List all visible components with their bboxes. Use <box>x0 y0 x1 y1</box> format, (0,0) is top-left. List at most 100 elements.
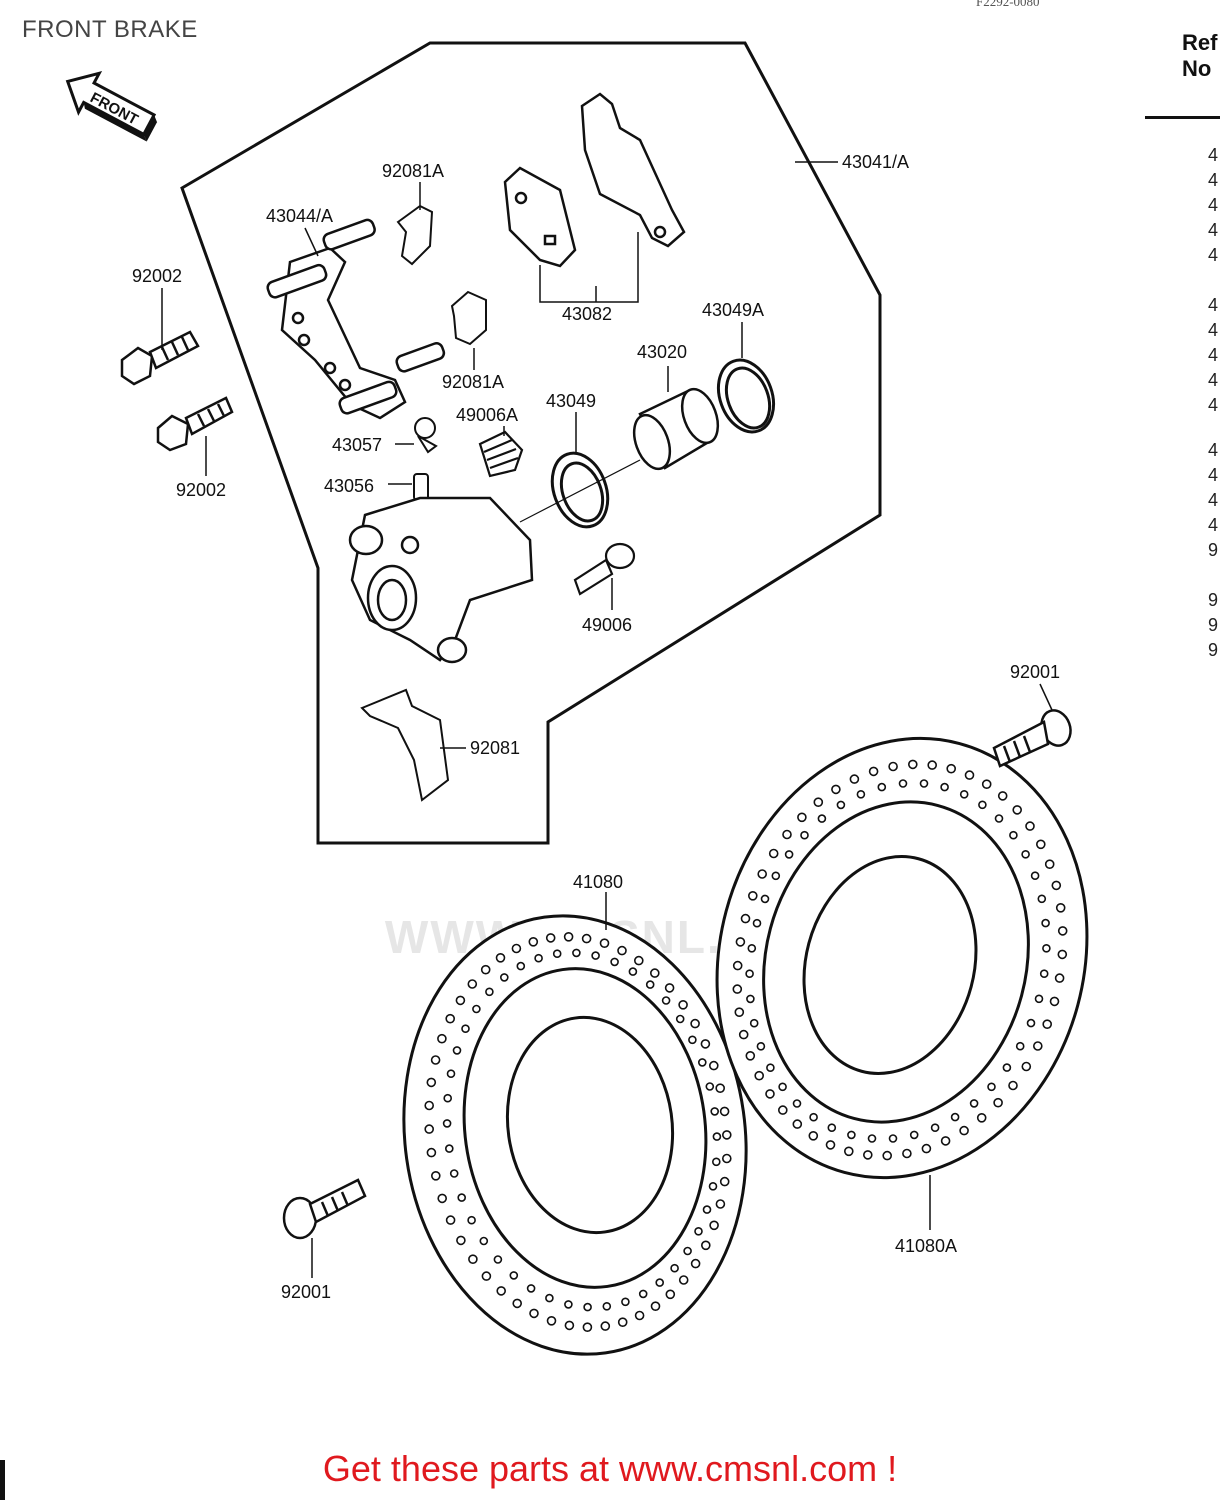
drill-hole <box>572 948 581 958</box>
drill-hole <box>700 1039 711 1049</box>
callout-43057: 43057 <box>332 435 382 455</box>
drill-hole <box>738 1029 749 1040</box>
drill-hole <box>715 1199 726 1209</box>
drill-hole <box>610 957 619 967</box>
drill-hole <box>909 1130 919 1140</box>
drill-hole <box>1057 949 1068 960</box>
drill-hole <box>754 1070 765 1081</box>
callout-43056: 43056 <box>324 476 374 496</box>
disc-41080A-drill-holes <box>732 759 1068 1161</box>
ref-column-item: 4 <box>1208 220 1219 240</box>
drill-hole <box>888 1134 898 1143</box>
drill-hole <box>847 1130 856 1140</box>
callout-92081A-mid: 92081A <box>442 372 504 392</box>
ref-column-item: 9 <box>1208 540 1219 560</box>
drill-hole <box>766 1063 775 1072</box>
figure-code: F2292-0080 <box>976 0 1040 9</box>
callout-43049A: 43049A <box>702 300 764 320</box>
get-parts-link[interactable]: Get these parts at www.cmsnl.com ! <box>322 1448 898 1489</box>
ref-column-item: 4 <box>1208 345 1219 365</box>
drill-hole <box>481 1271 492 1281</box>
boot-49006A <box>478 430 524 478</box>
drill-hole <box>950 1112 960 1122</box>
callout-92002-top: 92002 <box>132 266 182 286</box>
drill-hole <box>664 983 675 993</box>
drill-hole <box>760 894 770 904</box>
drill-hole <box>721 1130 732 1140</box>
drill-hole <box>445 1215 456 1225</box>
ref-header-rule <box>1145 116 1220 119</box>
brake-pad-inner <box>503 166 577 268</box>
callout-43082: 43082 <box>562 304 612 324</box>
drill-hole <box>446 1069 456 1078</box>
drill-hole <box>688 1035 697 1045</box>
drill-hole <box>437 1033 447 1044</box>
drill-hole <box>472 1004 481 1014</box>
drill-hole <box>452 1046 462 1055</box>
drill-hole <box>600 1321 611 1331</box>
pad-spring-92081 <box>360 688 450 802</box>
bracket-bolt-upper <box>120 330 200 386</box>
drill-hole <box>583 1302 592 1312</box>
drill-hole <box>683 1246 692 1256</box>
drill-hole <box>993 1097 1003 1108</box>
drill-hole <box>1034 994 1044 1004</box>
drill-hole <box>633 955 644 966</box>
drill-hole <box>745 969 754 979</box>
drill-hole <box>809 1112 818 1122</box>
callout-92081: 92081 <box>470 738 520 758</box>
ref-column-item: 4 <box>1208 295 1219 315</box>
drill-hole <box>546 1316 557 1326</box>
drill-hole <box>1057 926 1068 936</box>
drill-hole <box>1025 821 1035 831</box>
ref-column-item: 4 <box>1208 440 1219 460</box>
exploded-parts-diagram: FRONT <box>65 41 1089 1356</box>
drill-hole <box>645 980 655 989</box>
drill-hole <box>719 1106 730 1117</box>
drill-hole <box>959 789 969 799</box>
ref-column-item: 9 <box>1208 640 1219 660</box>
drill-hole <box>694 1227 703 1236</box>
drill-hole <box>898 779 908 788</box>
callout-43020: 43020 <box>637 342 687 362</box>
caliper-bracket-part <box>266 218 446 420</box>
drill-hole <box>511 943 522 954</box>
drill-hole <box>843 1146 854 1157</box>
drill-hole <box>697 1058 707 1067</box>
drill-hole <box>978 800 987 810</box>
drill-hole <box>940 782 949 792</box>
drill-hole <box>919 779 929 788</box>
drill-hole <box>1015 1041 1025 1051</box>
ref-column-item: 4 <box>1208 515 1219 535</box>
drill-hole <box>1055 902 1066 913</box>
ref-header-line1: Ref <box>1182 30 1218 55</box>
caliper-body <box>348 496 534 664</box>
ref-column-item: 9 <box>1208 590 1219 610</box>
drill-hole <box>747 890 758 901</box>
drill-hole <box>825 1140 836 1150</box>
drill-hole <box>969 1099 979 1108</box>
drill-hole <box>1042 943 1051 953</box>
drill-hole <box>430 1171 441 1181</box>
drill-hole <box>443 1093 453 1103</box>
drill-hole <box>1021 1061 1032 1072</box>
drill-hole <box>499 973 509 982</box>
drill-hole <box>467 979 478 989</box>
drill-hole <box>921 1143 932 1154</box>
drill-hole <box>1054 973 1065 983</box>
ref-column-item: 4 <box>1208 465 1219 485</box>
drill-hole <box>493 1255 503 1264</box>
bracket-bolt-lower <box>156 396 234 452</box>
ref-column-item: 4 <box>1208 170 1219 190</box>
callout-49006: 49006 <box>582 615 632 635</box>
drill-hole <box>564 1300 573 1309</box>
page-edge-bar <box>0 1460 5 1500</box>
drill-hole <box>808 1131 819 1141</box>
drill-hole <box>940 1136 951 1146</box>
drill-hole <box>563 931 574 942</box>
drill-hole <box>479 1236 489 1246</box>
drill-hole <box>711 1157 721 1167</box>
drill-hole <box>882 1150 893 1161</box>
slide-pin-49006 <box>573 542 636 596</box>
drill-hole <box>907 759 918 770</box>
